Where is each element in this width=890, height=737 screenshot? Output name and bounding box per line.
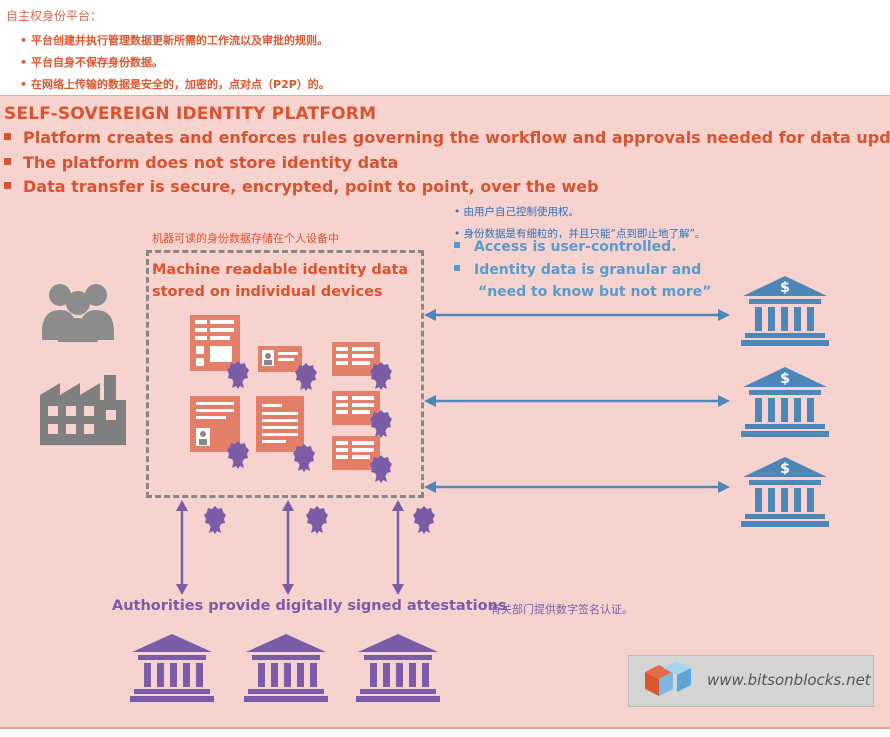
bullet-square-icon xyxy=(4,158,11,165)
cn-bullet-text: 平台创建并执行管理数据更新所需的工作流以及审批的规则。 xyxy=(31,34,329,47)
user-control-cn-1: • 由用户自己控制使用权。 xyxy=(454,206,580,218)
cube-logo-icon xyxy=(645,661,691,696)
devices-en-line-1: Machine readable identity data xyxy=(152,262,409,278)
factory-icon xyxy=(40,375,126,446)
cn-header: 自主权身份平台： •平台创建并执行管理数据更新所需的工作流以及审批的规则。 •平… xyxy=(0,0,890,96)
id-card-icon xyxy=(332,391,392,438)
authorities-cn-label: 有关部门提供数字签名认证。 xyxy=(490,603,633,616)
authority-building-icon xyxy=(130,634,214,702)
attestation-arrows xyxy=(176,500,404,595)
user-control-en-text: Access is user-controlled. xyxy=(474,239,677,255)
logo-text: www.bitsonblocks.net xyxy=(707,671,871,689)
user-control-en-text: Identity data is granular and xyxy=(474,262,702,278)
bank-icon xyxy=(741,367,829,437)
cn-bullet-text: 平台自身不保存身份数据。 xyxy=(31,56,164,69)
diagram-title: SELF-SOVEREIGN IDENTITY PLATFORM xyxy=(4,104,377,124)
authority-building-icon xyxy=(356,634,440,702)
badge-icon xyxy=(306,506,328,534)
bullet-square-icon xyxy=(454,265,460,271)
cn-bullet-1: •平台创建并执行管理数据更新所需的工作流以及审批的规则。 xyxy=(20,32,328,48)
authorities-en-label: Authorities provide digitally signed att… xyxy=(112,598,507,614)
user-control-cn-2: • 身份数据是有细粒的，并且只能“点到即止地了解”。 xyxy=(454,228,706,240)
user-control-en-1: Access is user-controlled. xyxy=(454,239,677,255)
diagram-bullet-text: The platform does not store identity dat… xyxy=(23,153,399,172)
bullet-marker: • xyxy=(20,56,28,69)
cn-bullet-2: •平台自身不保存身份数据。 xyxy=(20,54,163,70)
devices-en-label: Machine readable identity data stored on … xyxy=(152,259,408,303)
bank-icon xyxy=(741,457,829,527)
id-card-icon xyxy=(332,436,392,483)
user-control-en-3: “need to know but not more” xyxy=(478,284,712,300)
id-card-icon xyxy=(190,396,249,469)
badge-icon xyxy=(413,506,435,534)
bullet-marker: • xyxy=(20,34,28,47)
badge-icon xyxy=(204,506,226,534)
cn-title: 自主权身份平台： xyxy=(6,9,103,23)
diagram-bullet-text: Data transfer is secure, encrypted, poin… xyxy=(23,177,599,196)
bullet-square-icon xyxy=(454,242,460,248)
diagram-bullet-3: Data transfer is secure, encrypted, poin… xyxy=(4,177,599,196)
document-icon xyxy=(256,396,315,472)
devices-en-line-2: stored on individual devices xyxy=(152,284,383,300)
bitsonblocks-logo: www.bitsonblocks.net xyxy=(628,655,874,707)
diagram-bullet-text: Platform creates and enforces rules gove… xyxy=(23,128,890,147)
cn-bullet-3: •在网络上传输的数据是安全的，加密的，点对点（P2P）的。 xyxy=(20,76,330,92)
bank-icon xyxy=(741,276,829,346)
user-control-en-2: Identity data is granular and xyxy=(454,262,701,278)
bottom-divider xyxy=(0,727,890,729)
identity-documents xyxy=(190,315,392,483)
authority-building-icon xyxy=(244,634,328,702)
bullet-square-icon xyxy=(4,133,11,140)
devices-dashed-box xyxy=(146,250,424,498)
diagram-bullet-1: Platform creates and enforces rules gove… xyxy=(4,128,890,147)
data-transfer-arrows xyxy=(424,309,730,493)
id-card-icon xyxy=(258,346,317,391)
bullet-square-icon xyxy=(4,182,11,189)
people-icon xyxy=(42,284,114,342)
id-card-icon xyxy=(332,342,392,390)
id-card-icon xyxy=(190,315,249,389)
cn-bullet-text: 在网络上传输的数据是安全的，加密的，点对点（P2P）的。 xyxy=(31,78,330,91)
diagram-bullet-2: The platform does not store identity dat… xyxy=(4,153,398,172)
bullet-marker: • xyxy=(20,78,28,91)
devices-cn-label: 机器可读的身份数据存储在个人设备中 xyxy=(152,232,339,245)
